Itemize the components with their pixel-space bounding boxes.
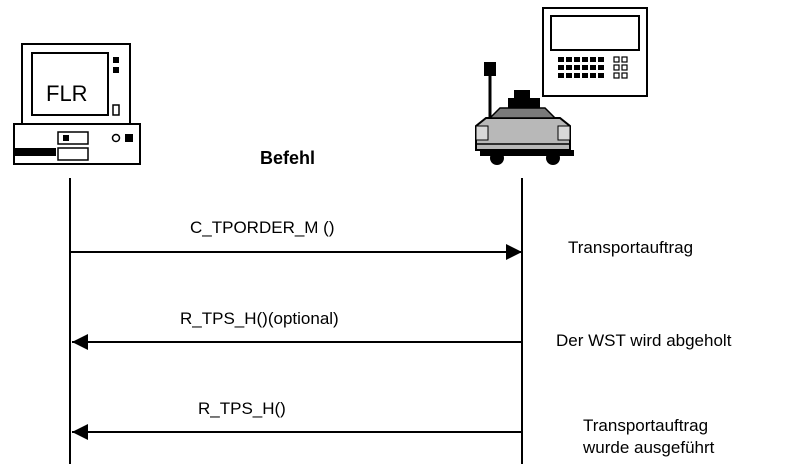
agv-vehicle-icon — [475, 7, 648, 165]
message-description-2: Der WST wird abgeholt — [556, 331, 732, 350]
message-description-3-line-2: wurde ausgeführt — [583, 438, 715, 457]
message-description-1: Transportauftrag — [568, 238, 694, 257]
computer-icon — [13, 43, 141, 165]
message-description-3-line-1: Transportauftrag — [583, 416, 709, 435]
device-label-flr: FLR — [46, 81, 88, 106]
message-label-1: C_TPORDER_M () — [190, 218, 335, 237]
message-label-3: R_TPS_H() — [198, 399, 286, 418]
message-label-2: R_TPS_H()(optional) — [180, 309, 339, 328]
header-label: Befehl — [260, 148, 316, 168]
